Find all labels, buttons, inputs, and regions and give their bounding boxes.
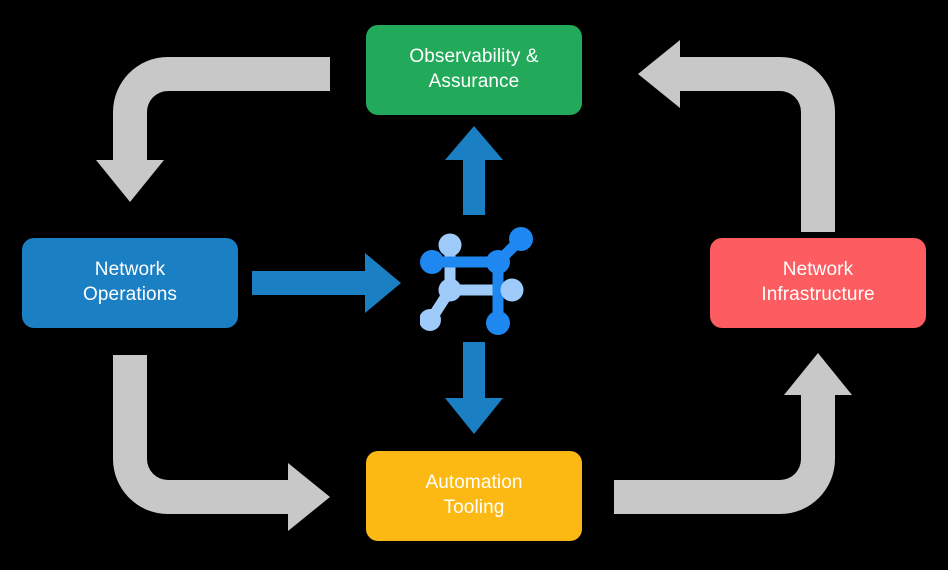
network-icon-light-nodes [420, 233, 524, 331]
node-label-network-infrastructure: Network Infrastructure [761, 259, 875, 305]
node-label-observability: Observability & Assurance [409, 46, 539, 92]
arrow-network-operations-to-center [252, 253, 401, 313]
arrow-center-to-automation-tooling [445, 342, 503, 434]
arrow-network-infrastructure-to-observability [638, 40, 835, 232]
node-network-operations[interactable]: Network Operations [22, 238, 238, 328]
node-observability-and-assurance[interactable]: Observability & Assurance [366, 25, 582, 115]
node-network-infrastructure[interactable]: Network Infrastructure [710, 238, 926, 328]
node-label-automation-tooling: Automation Tooling [425, 472, 523, 518]
network-graph-icon [420, 227, 533, 335]
node-automation-tooling[interactable]: Automation Tooling [366, 451, 582, 541]
node-label-network-operations: Network Operations [83, 259, 177, 305]
arrow-network-operations-to-automation-tooling [113, 355, 330, 531]
arrow-center-to-observability [445, 126, 503, 215]
arrow-automation-tooling-to-network-infrastructure [614, 353, 852, 514]
arrow-observability-to-network-operations [96, 57, 330, 202]
network-icon-dark-nodes [420, 227, 533, 335]
